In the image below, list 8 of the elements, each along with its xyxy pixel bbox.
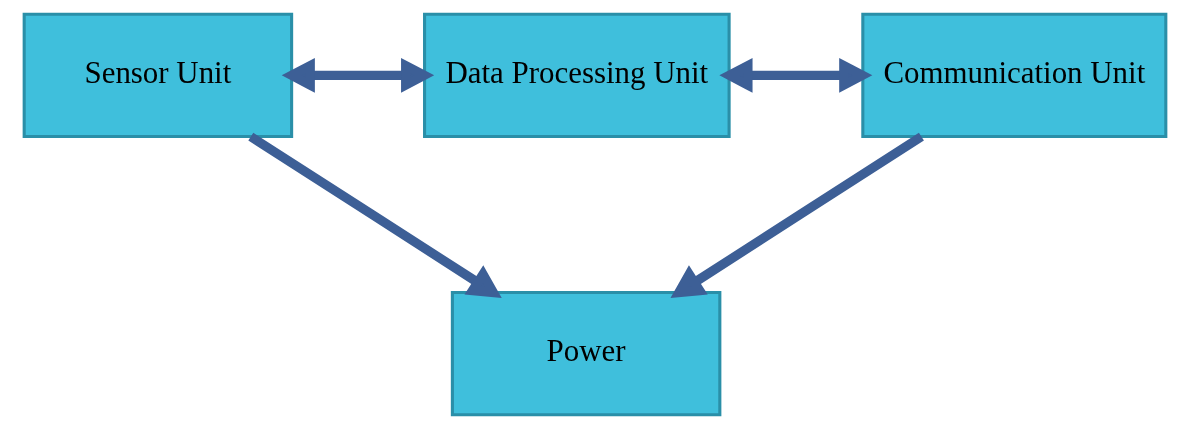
arrow	[719, 57, 873, 93]
node-box: Data Processing Unit	[423, 12, 731, 138]
node-box: Power	[450, 291, 722, 417]
node-box: Sensor Unit	[22, 12, 294, 138]
arrow	[670, 132, 924, 298]
arrow	[248, 132, 502, 298]
node-box: Communication Unit	[861, 12, 1168, 138]
arrow	[281, 57, 435, 93]
